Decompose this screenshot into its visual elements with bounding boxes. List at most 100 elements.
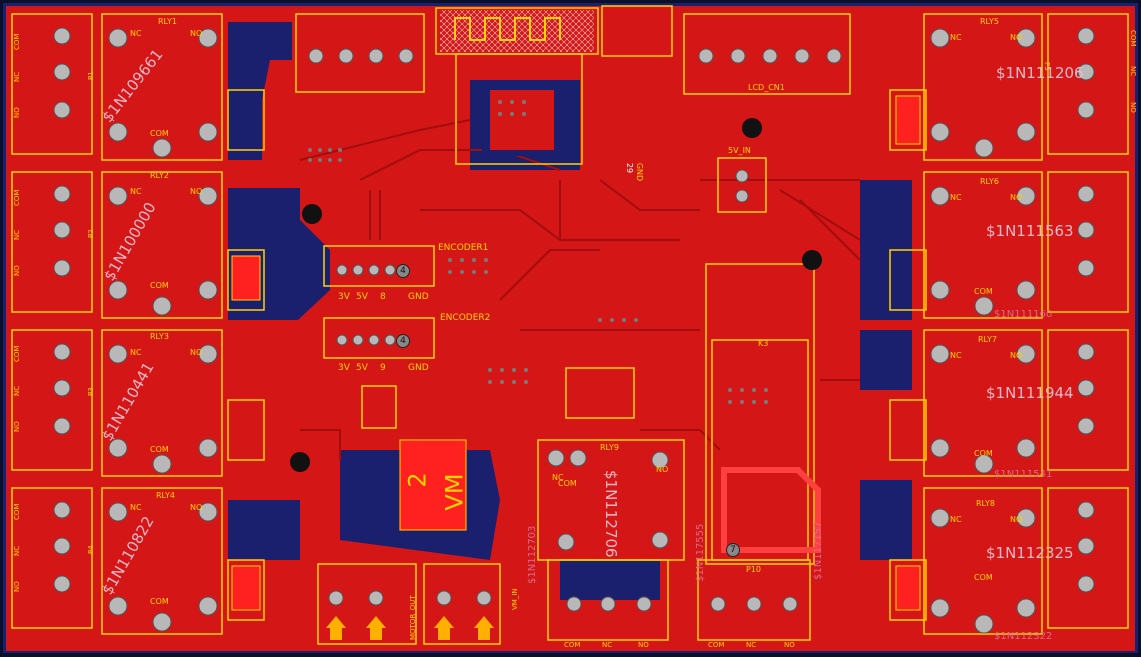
p3-nc: NC [13,385,21,396]
net-extra-4: $1N112703 [527,525,538,584]
rly9-no: NO [656,465,669,474]
net-rly5: $1N111206 [996,64,1084,82]
marker-4-enc1: 4 [396,264,410,278]
net-rly9: $1N112706 [602,470,620,558]
ic-label-vm: VM [440,473,469,511]
motor-out-ref: MOTOR_OUT [409,595,417,640]
enc1-pin-8: 8 [380,292,386,302]
rly9-nc: NC [552,473,564,482]
p3-com: COM [13,345,21,362]
rly3-ref: RLY3 [150,332,169,341]
rly1-com: COM [150,129,169,138]
p1-nc: NC [13,71,21,82]
rly1-nc: NC [130,29,142,38]
mark-29: 29 [625,162,635,174]
rly5-nc: NC [950,33,962,42]
vm-in-ref: VM_IN [511,588,519,610]
relay-coils [231,95,921,611]
rly3-nc: NC [130,348,142,357]
rly7-ref: RLY7 [978,335,997,344]
lcd-ref: LCD_CN1 [748,83,785,92]
rly2-com: COM [150,281,169,290]
enc1-pin-3v: 3V [338,292,350,302]
rly5-ref: RLY5 [980,17,999,26]
p3-ref: P3 [87,387,95,396]
traces [299,119,861,460]
rly6-nc: NC [950,193,962,202]
enc2-pin-gnd: GND [408,363,429,373]
enc1-pin-5v: 5V [356,292,368,302]
net-extra-2: $1N111541 [994,469,1053,480]
rly2-nc: NC [130,187,142,196]
p10-ref: P10 [746,565,762,574]
p5-no: NO [1129,102,1137,113]
rly6-no: NO [1010,193,1023,202]
net-extra-6: $1N117555 [695,523,706,582]
enc2-ref: ENCODER2 [440,313,491,323]
marker-4-enc2: 4 [396,334,410,348]
p1-no: NO [13,107,21,118]
rly6-ref: RLY6 [980,177,999,186]
rly9-term-com: COM [564,641,581,649]
rly2-no: NO [190,187,203,196]
p1-ref: P1 [87,71,95,80]
p4-nc: NC [13,545,21,556]
rly4-com: COM [150,597,169,606]
enc1-pin-gnd: GND [408,292,429,302]
p2-com: COM [13,189,21,206]
p10-term-nc: NC [746,641,757,649]
net-rly6: $1N111563 [986,222,1074,240]
rly7-no: NO [1010,351,1023,360]
net-rly8: $1N112325 [986,544,1074,562]
rly4-no: NO [190,503,203,512]
rly8-ref: RLY8 [976,499,995,508]
p10-term-com: COM [708,641,725,649]
net-rly7: $1N111944 [986,384,1074,402]
p5-com: COM [1129,30,1137,47]
net-extra-1: $1N111160 [994,309,1053,320]
motor-driver-ic [399,439,467,531]
pwr-ref: 5V_IN [728,146,751,155]
p2-nc: NC [13,229,21,240]
silkscreen [11,5,1129,645]
rly5-no: NO [1010,33,1023,42]
rly6-com: COM [974,287,993,296]
p5-nc: NC [1129,66,1137,77]
p2-no: NO [13,265,21,276]
pads [53,27,1095,634]
ic-label-2: 2 [403,472,432,488]
rly9-ref: RLY9 [600,443,619,452]
net-extra-5: $1N117157 [813,521,824,580]
enc2-pin-5v: 5V [356,363,368,373]
rly7-com: COM [974,449,993,458]
k3-contact-outline [721,467,821,553]
rly7-nc: NC [950,351,962,360]
rly8-com: COM [974,573,993,582]
via-arrays [308,100,768,404]
rly9-com: COM [558,479,577,488]
rly3-com: COM [150,445,169,454]
p3-no: NO [13,421,21,432]
rly2-ref: RLY2 [150,171,169,180]
rly4-nc: NC [130,503,142,512]
enc1-ref: ENCODER1 [438,243,489,253]
rly8-no: NO [1010,515,1023,524]
k3-ref: K3 [758,339,769,348]
p1-com: COM [13,33,21,50]
antenna-trace [454,17,561,41]
gnd-label: GND [635,162,645,182]
net-extra-3: $1N112322 [994,631,1053,642]
rly1-ref: RLY1 [158,17,177,26]
mounting-holes [290,118,822,472]
enc2-pin-3v: 3V [338,363,350,373]
p4-ref: P4 [87,545,95,554]
rly4-ref: RLY4 [156,491,175,500]
marker-7: 7 [726,543,740,557]
p2-ref: P2 [87,229,95,238]
enc2-pin-9: 9 [380,363,386,373]
antenna-keepout [440,10,594,52]
p4-no: NO [13,581,21,592]
rly9-term-nc: NC [602,641,613,649]
p10-term-no: NO [784,641,795,649]
